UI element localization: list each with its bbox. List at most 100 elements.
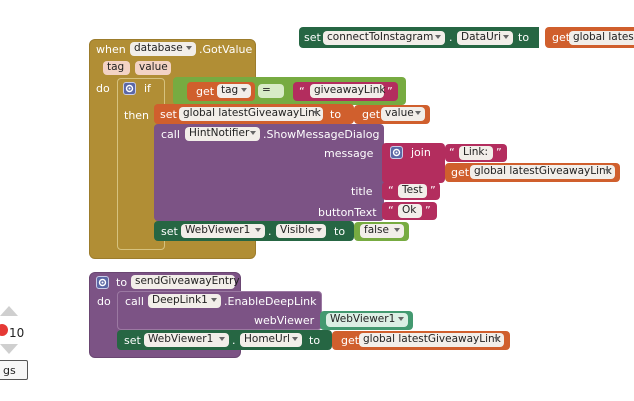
close-quote: ” — [496, 146, 502, 159]
gear-icon[interactable] — [96, 276, 109, 289]
do-keyword: do — [97, 295, 111, 308]
variable-dropdown[interactable]: global latestG — [569, 31, 634, 45]
dot-label: . — [449, 31, 453, 44]
gear-icon[interactable] — [123, 82, 136, 95]
text-field[interactable]: Ok — [398, 204, 422, 218]
procedure-name-field[interactable]: sendGiveawayEntry — [131, 275, 240, 289]
to-keyword: to — [116, 276, 128, 289]
get-tag-block[interactable]: get tag — [187, 82, 255, 101]
if-keyword: if — [144, 82, 151, 95]
text-giveawaylink-block[interactable]: “ giveawayLink ” — [293, 82, 398, 101]
get-keyword: get — [451, 166, 470, 179]
component-dropdown[interactable]: database — [130, 42, 196, 56]
to-keyword: to — [330, 108, 342, 121]
variable-dropdown[interactable]: value — [381, 107, 425, 121]
component-webviewer1-block[interactable]: WebViewer1 — [320, 311, 413, 330]
open-quote: “ — [299, 85, 305, 98]
chevron-down-icon — [435, 35, 441, 39]
component-dropdown[interactable]: connectToInstagram — [323, 31, 445, 45]
param-tag[interactable]: tag — [103, 61, 130, 75]
property-dropdown[interactable]: Visible — [276, 224, 326, 238]
zoom-out-arrow-icon[interactable] — [0, 344, 18, 354]
global-variable-dropdown[interactable]: global latestGiveawayLink — [179, 107, 323, 121]
call-enabledeeplink-block[interactable]: call DeepLink1 .EnableDeepLink webViewer — [117, 291, 322, 330]
component-dropdown[interactable]: WebViewer1 — [181, 224, 265, 238]
warning-badge-icon[interactable] — [0, 324, 8, 336]
get-keyword: get — [196, 85, 215, 98]
set-global-block[interactable]: set global latestGiveawayLink to — [154, 104, 354, 124]
component-dropdown[interactable]: HintNotifier — [185, 127, 260, 141]
call-keyword: call — [161, 128, 180, 141]
join-keyword: join — [411, 146, 431, 159]
text-link-block[interactable]: “ Link: ” — [445, 144, 507, 162]
text-ok-block[interactable]: “ Ok ” — [382, 202, 437, 220]
to-keyword: to — [334, 225, 346, 238]
show-warnings-label: gs — [3, 364, 16, 377]
component-dropdown[interactable]: WebViewer1 — [144, 333, 229, 347]
close-quote: ” — [425, 204, 431, 217]
open-quote: “ — [388, 184, 394, 197]
global-variable-dropdown[interactable]: global latestGiveawayLink — [470, 165, 615, 179]
event-name: .GotValue — [199, 43, 253, 56]
set-keyword: set — [124, 334, 141, 347]
join-block[interactable]: join — [382, 143, 445, 183]
chevron-down-icon — [255, 228, 261, 232]
get-keyword: get — [341, 334, 360, 347]
text-field[interactable]: giveawayLink — [310, 84, 385, 98]
warning-count: 10 — [9, 326, 25, 340]
variable-dropdown[interactable]: tag — [217, 84, 251, 98]
chevron-down-icon — [394, 228, 400, 232]
show-warnings-button[interactable]: gs — [0, 360, 28, 380]
set-keyword: set — [161, 225, 178, 238]
close-quote: ” — [387, 85, 393, 98]
chevron-down-icon — [241, 88, 247, 92]
get-global-latestgiveawaylink-block[interactable]: get global latestGiveawayLink — [332, 331, 510, 350]
chevron-down-icon — [605, 169, 611, 173]
set-visible-block[interactable]: set WebViewer1 . Visible to — [154, 221, 354, 241]
chevron-down-icon — [219, 337, 225, 341]
open-quote: “ — [449, 146, 455, 159]
webviewer-label: webViewer — [254, 314, 315, 327]
property-dropdown[interactable]: DataUri — [457, 31, 513, 45]
chevron-down-icon — [415, 111, 421, 115]
to-keyword: to — [309, 334, 321, 347]
logic-false-block[interactable]: false — [354, 222, 409, 241]
close-quote: ” — [430, 184, 436, 197]
chevron-down-icon — [186, 46, 192, 50]
compare-operator-dropdown[interactable]: = — [258, 84, 284, 98]
component-dropdown[interactable]: DeepLink1 — [148, 294, 221, 308]
chevron-down-icon — [316, 228, 322, 232]
get-global-variable-block[interactable]: get global latestG — [545, 27, 634, 48]
property-dropdown[interactable]: HomeUrl — [240, 333, 302, 347]
chevron-down-icon — [494, 337, 500, 341]
dot-label: . — [232, 334, 236, 347]
chevron-down-icon — [292, 337, 298, 341]
param-value[interactable]: value — [135, 61, 171, 75]
set-homeurl-block[interactable]: set WebViewer1 . HomeUrl to — [117, 330, 332, 350]
then-keyword: then — [124, 109, 150, 122]
chevron-down-icon — [250, 131, 256, 135]
when-keyword: when — [96, 43, 126, 56]
chevron-down-icon — [313, 111, 319, 115]
call-showmessagedialog-block[interactable]: call HintNotifier .ShowMessageDialog mes… — [154, 124, 384, 221]
do-keyword: do — [96, 82, 110, 95]
open-quote: “ — [388, 204, 394, 217]
method-name: .ShowMessageDialog — [263, 128, 380, 141]
get-value-block[interactable]: get value — [354, 105, 430, 124]
chevron-down-icon — [398, 317, 404, 321]
boolean-dropdown[interactable]: false — [360, 224, 404, 238]
text-field[interactable]: Test — [398, 184, 427, 198]
set-datauri-block[interactable]: set connectToInstagram . DataUri to — [299, 27, 539, 48]
dot-label: . — [268, 225, 272, 238]
text-title-block[interactable]: “ Test ” — [382, 182, 440, 200]
global-variable-dropdown[interactable]: global latestGiveawayLink — [359, 333, 504, 347]
get-keyword: get — [362, 108, 381, 121]
component-dropdown[interactable]: WebViewer1 — [326, 313, 408, 327]
get-global-latestgiveawaylink-block[interactable]: get global latestGiveawayLink — [445, 163, 620, 182]
gear-icon[interactable] — [390, 146, 403, 159]
to-keyword: to — [518, 31, 530, 44]
message-label: message — [324, 147, 374, 160]
zoom-in-arrow-icon[interactable] — [0, 306, 18, 316]
title-label: title — [351, 185, 373, 198]
text-field[interactable]: Link: — [459, 146, 493, 160]
